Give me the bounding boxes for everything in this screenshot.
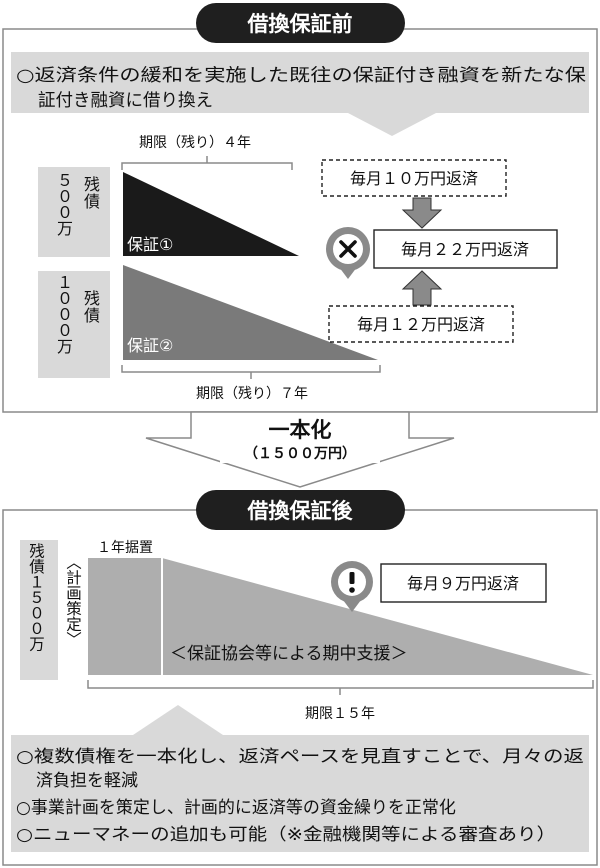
benefit-1-line1: ○複数債権を一本化し、返済ペースを見直すことで、月々の返: [16, 747, 584, 767]
combined-repayment-box: [373, 229, 558, 269]
loan1-term-brace: [121, 156, 293, 170]
loan2-balance-label: 残債: [81, 290, 100, 324]
loan2-term-label: 期限（残り）７年: [196, 386, 308, 402]
benefit-1-line2: 済負担を軽減: [36, 771, 138, 791]
cross-icon: [326, 227, 370, 279]
before-pill: [196, 3, 405, 43]
after-pill: [196, 490, 405, 530]
up-arrow: [401, 270, 443, 306]
after-repayment: 毎月９万円返済: [407, 574, 519, 593]
before-section: ○返済条件の緩和を実施した既往の保証付き融資を新たな保 証付き融資に借り換え 借…: [2, 3, 598, 413]
transition-amount: （１５００万円）: [244, 446, 356, 462]
loan2-balance-box: [38, 271, 110, 378]
after-area: [88, 558, 593, 675]
grace-label: １年据置: [97, 540, 153, 556]
after-term-brace: [87, 680, 594, 695]
loan1-term-label: 期限（残り）４年: [139, 135, 251, 151]
loan1-balance-label: 残債: [81, 176, 100, 210]
after-section: 借換保証後 １年据置 ＜保証協会等による期中支援＞ 毎月９万円返済 期限１５年 …: [2, 490, 598, 866]
loan2-triangle: [123, 265, 378, 360]
exclamation-icon: [331, 561, 373, 612]
loan2-balance-amount: １０００万: [54, 274, 73, 354]
benefit-2: ○事業計画を策定し、計画的に返済等の資金繰りを正常化: [16, 798, 456, 818]
before-description-line1: ○返済条件の緩和を実施した既往の保証付き融資を新たな保: [16, 66, 587, 86]
loan1-repayment-box: [321, 159, 507, 197]
before-description-line2: 証付き融資に借り換え: [38, 91, 213, 111]
after-term-label: 期限１５年: [305, 706, 375, 722]
after-balance-label: 残債１５００万: [27, 543, 45, 652]
after-pill-label: 借換保証後: [247, 499, 354, 523]
plan-label: 〈計画策定〉: [64, 554, 82, 647]
loan2-repayment-box: [328, 305, 514, 343]
loan1-balance-box: [38, 167, 110, 257]
benefits-panel: [11, 705, 589, 852]
loan2-repayment: 毎月１２万円返済: [357, 315, 485, 334]
loan1-repayment: 毎月１０万円返済: [350, 169, 478, 188]
transition-label-bg: [220, 413, 380, 463]
loan1-balance-amount: ５００万: [54, 172, 73, 236]
loan1-guarantee-label: 保証①: [127, 235, 173, 254]
before-pill-label: 借換保証前: [247, 12, 353, 36]
loan1-triangle: [123, 172, 299, 256]
support-label: ＜保証協会等による期中支援＞: [170, 644, 408, 664]
before-description-banner: [11, 52, 589, 136]
loan2-guarantee-label: 保証②: [127, 336, 173, 355]
transition-title: 一本化: [269, 418, 332, 442]
after-balance-box: [20, 540, 58, 680]
benefit-3: ○ニューマネーの追加も可能（※金融機関等による審査あり）: [16, 825, 556, 845]
combined-repayment: 毎月２２万円返済: [401, 240, 529, 259]
loan2-term-brace: [121, 365, 381, 379]
down-arrow: [401, 197, 443, 229]
transition: 一本化 （１５００万円）: [145, 411, 455, 488]
after-repayment-box: [380, 563, 547, 603]
